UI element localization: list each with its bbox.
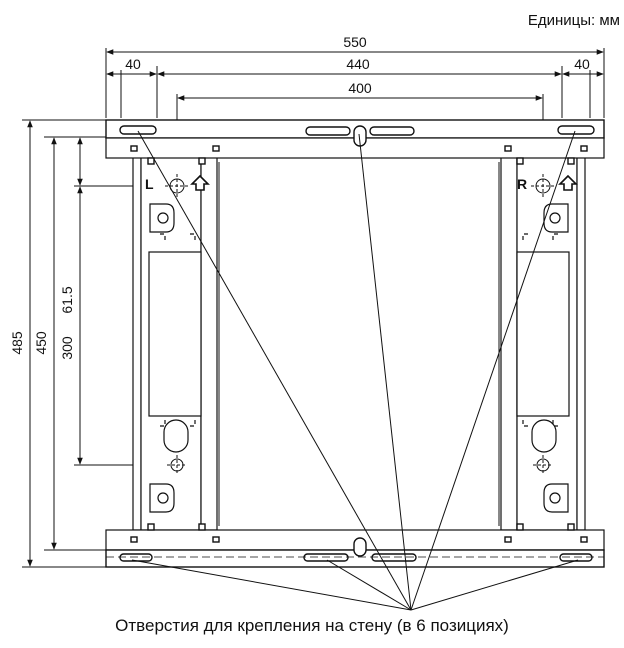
panel-edges	[218, 162, 500, 526]
leader-lines	[131, 130, 579, 611]
caption: Отверстия для крепления на стену (в 6 по…	[115, 616, 509, 635]
dim-label-40-left: 40	[125, 56, 141, 72]
dim-label-61-5: 61.5	[59, 286, 75, 313]
vertical-dimensions	[22, 119, 170, 568]
dim-label-550: 550	[343, 34, 367, 50]
dim-label-40-right: 40	[574, 56, 590, 72]
horizontal-dimensions	[105, 48, 605, 186]
hook-slots	[149, 203, 569, 513]
dim-label-400: 400	[348, 80, 372, 96]
units-label: Единицы: мм	[527, 12, 620, 29]
left-rail	[132, 151, 218, 531]
dim-label-440: 440	[346, 56, 370, 72]
rail-holes	[165, 174, 555, 475]
right-marker: R	[517, 176, 527, 192]
right-rail	[500, 151, 586, 531]
up-arrow-icon	[190, 174, 578, 191]
bottom-bar	[105, 523, 605, 568]
dim-label-300: 300	[59, 336, 75, 360]
dim-label-450: 450	[33, 331, 49, 355]
top-bar	[105, 119, 605, 165]
left-marker: L	[145, 176, 154, 192]
dim-label-485: 485	[9, 331, 25, 355]
